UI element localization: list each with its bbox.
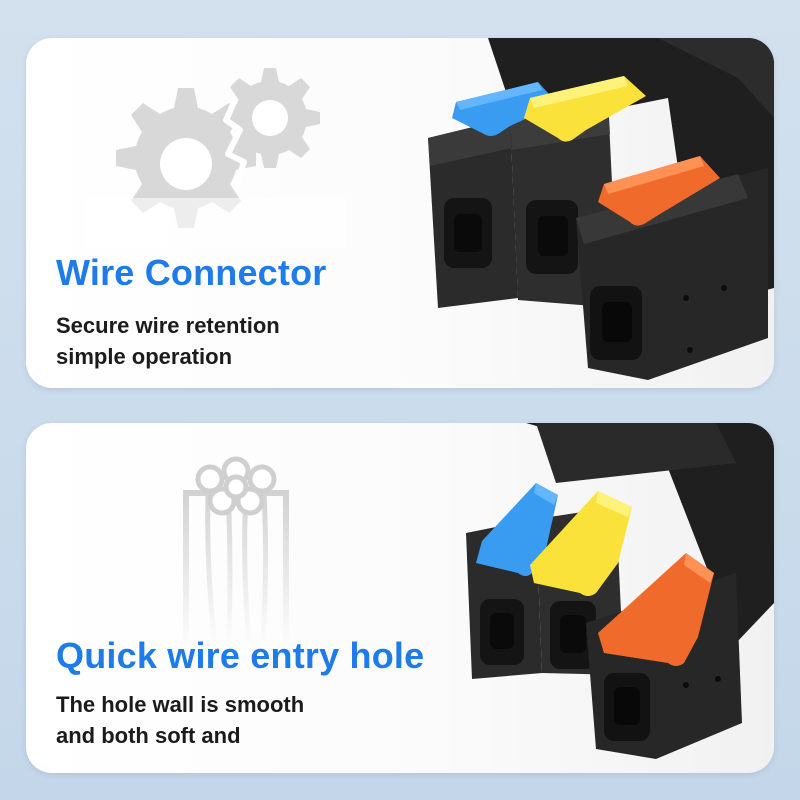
lever-yellow: [530, 491, 632, 596]
description-line: Secure wire retention: [56, 313, 280, 338]
gear-icon: [86, 58, 346, 248]
panel-description: The hole wall is smooth and both soft an…: [56, 689, 304, 751]
connector-photo: [398, 38, 774, 388]
description-line: The hole wall is smooth: [56, 692, 305, 717]
lever-orange: [598, 156, 720, 226]
lever-blue: [452, 82, 558, 136]
feature-card-wire-connector: Wire Connector Secure wire retention sim…: [26, 38, 774, 388]
lever-orange: [598, 553, 714, 666]
lever-blue: [476, 483, 558, 576]
panel-description: Secure wire retention simple operation: [56, 310, 280, 372]
connector-photo: [436, 423, 774, 773]
panel-title: Quick wire entry hole: [56, 635, 425, 676]
terminal-slot: [428, 118, 518, 308]
feature-card-quick-wire-entry: Quick wire entry hole The hole wall is s…: [26, 423, 774, 773]
stranded-wire-icon: [146, 453, 326, 653]
description-line: simple operation: [56, 344, 233, 369]
panel-title: Wire Connector: [56, 252, 327, 293]
description-line: and both soft and: [56, 723, 241, 748]
